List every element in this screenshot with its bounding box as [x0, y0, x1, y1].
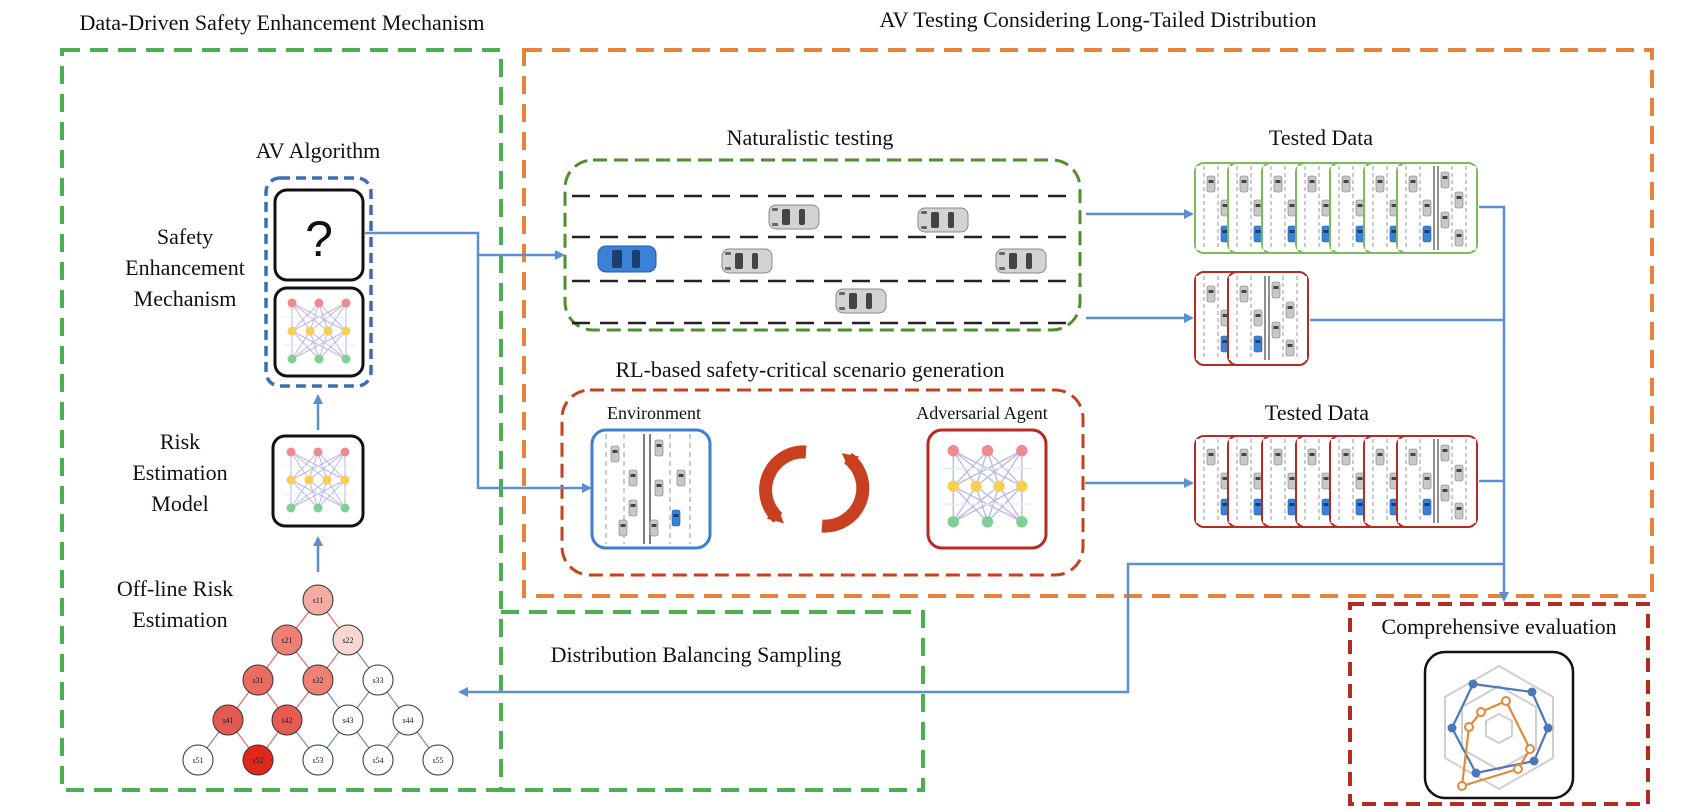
- svg-text:s41: s41: [222, 716, 233, 725]
- svg-text:s53: s53: [312, 756, 323, 765]
- risk-node-s52: s52: [242, 744, 274, 776]
- av-testing-title: AV Testing Considering Long-Tailed Distr…: [880, 7, 1317, 32]
- safety-mechanism-label-2: Enhancement: [125, 255, 245, 280]
- safety-mechanism-frame-ext: [501, 610, 925, 792]
- rl-generation-title: RL-based safety-critical scenario genera…: [615, 357, 1004, 382]
- risk-node-s21: s21: [271, 624, 303, 656]
- svg-text:s31: s31: [252, 676, 263, 685]
- background-car-icon: [721, 248, 773, 274]
- risk-node-s32: s32: [302, 664, 334, 696]
- ego-car-icon: [597, 245, 657, 273]
- svg-text:s11: s11: [313, 596, 324, 605]
- risk-node-s44: s44: [392, 704, 424, 736]
- risk-node-s43: s43: [332, 704, 364, 736]
- risk-label-2: Estimation: [132, 460, 227, 485]
- cycle-arrows-icon: [759, 445, 870, 533]
- offline-label-1: Off-line Risk: [117, 576, 233, 601]
- environment-road-icon: [605, 434, 691, 544]
- safety-mechanism-label-3: Mechanism: [134, 286, 237, 311]
- svg-text:s32: s32: [312, 676, 323, 685]
- algorithm-to-rl-arrow: [476, 255, 592, 493]
- av-algorithm-box: [264, 176, 373, 388]
- risk-node-s41: s41: [212, 704, 244, 736]
- safety-mechanism-title: Data-Driven Safety Enhancement Mechanism: [79, 10, 484, 35]
- offline-label-2: Estimation: [132, 607, 227, 632]
- green-data-to-eval: [1479, 205, 1509, 602]
- sampling-feedback-arrow: [458, 562, 1504, 697]
- svg-text:s51: s51: [192, 756, 203, 765]
- risk-node-s54: s54: [362, 744, 394, 776]
- svg-text:s52: s52: [252, 756, 263, 765]
- risk-node-s11: s11: [302, 584, 334, 616]
- svg-text:s54: s54: [372, 756, 383, 765]
- background-car-icon: [995, 248, 1047, 274]
- question-mark: ?: [305, 211, 333, 267]
- background-car-icon: [835, 288, 887, 314]
- background-car-icon: [768, 204, 820, 230]
- svg-text:s22: s22: [342, 636, 353, 645]
- radar-chart-icon: [1444, 664, 1554, 791]
- adversarial-label: Adversarial Agent: [916, 403, 1047, 423]
- tested-data-red-stack: [1194, 435, 1478, 528]
- av-algorithm-title: AV Algorithm: [256, 138, 381, 163]
- safety-mechanism-frame: [60, 48, 503, 792]
- tested-data-green-stack: [1194, 162, 1478, 254]
- comprehensive-title: Comprehensive evaluation: [1381, 614, 1616, 639]
- svg-text:s43: s43: [342, 716, 353, 725]
- comprehensive-frame: [1348, 602, 1650, 806]
- risk-pyramid: s11 s21 s22 s31 s32 s33 s41 s42 s43 s44 …: [182, 584, 454, 776]
- risk-node-s53: s53: [302, 744, 334, 776]
- environment-label: Environment: [607, 403, 701, 423]
- svg-text:s42: s42: [281, 716, 292, 725]
- safety-mechanism-label-1: Safety: [157, 224, 213, 249]
- risk-node-s33: s33: [362, 664, 394, 696]
- tested-data-red-small-stack: [1194, 271, 1309, 366]
- risk-node-s22: s22: [332, 624, 364, 656]
- naturalistic-box: [563, 158, 1082, 332]
- tested-data-bottom-title: Tested Data: [1265, 400, 1369, 425]
- tested-data-top-title: Tested Data: [1269, 125, 1373, 150]
- sampling-label: Distribution Balancing Sampling: [551, 642, 842, 667]
- naturalistic-title: Naturalistic testing: [727, 125, 894, 150]
- algorithm-to-naturalistic-arrow: [365, 231, 565, 260]
- svg-text:s44: s44: [402, 716, 413, 725]
- av-testing-frame: [522, 48, 1654, 598]
- svg-text:s33: s33: [372, 676, 383, 685]
- risk-node-s51: s51: [182, 744, 214, 776]
- svg-text:s21: s21: [281, 636, 292, 645]
- background-car-icon: [917, 207, 969, 233]
- risk-node-s31: s31: [242, 664, 274, 696]
- environment-box: [590, 428, 712, 550]
- risk-label-3: Model: [151, 491, 208, 516]
- risk-node-s42: s42: [271, 704, 303, 736]
- svg-text:s55: s55: [432, 756, 443, 765]
- risk-label-1: Risk: [160, 429, 200, 454]
- unknown-algorithm-box: [273, 188, 365, 282]
- risk-node-s55: s55: [422, 744, 454, 776]
